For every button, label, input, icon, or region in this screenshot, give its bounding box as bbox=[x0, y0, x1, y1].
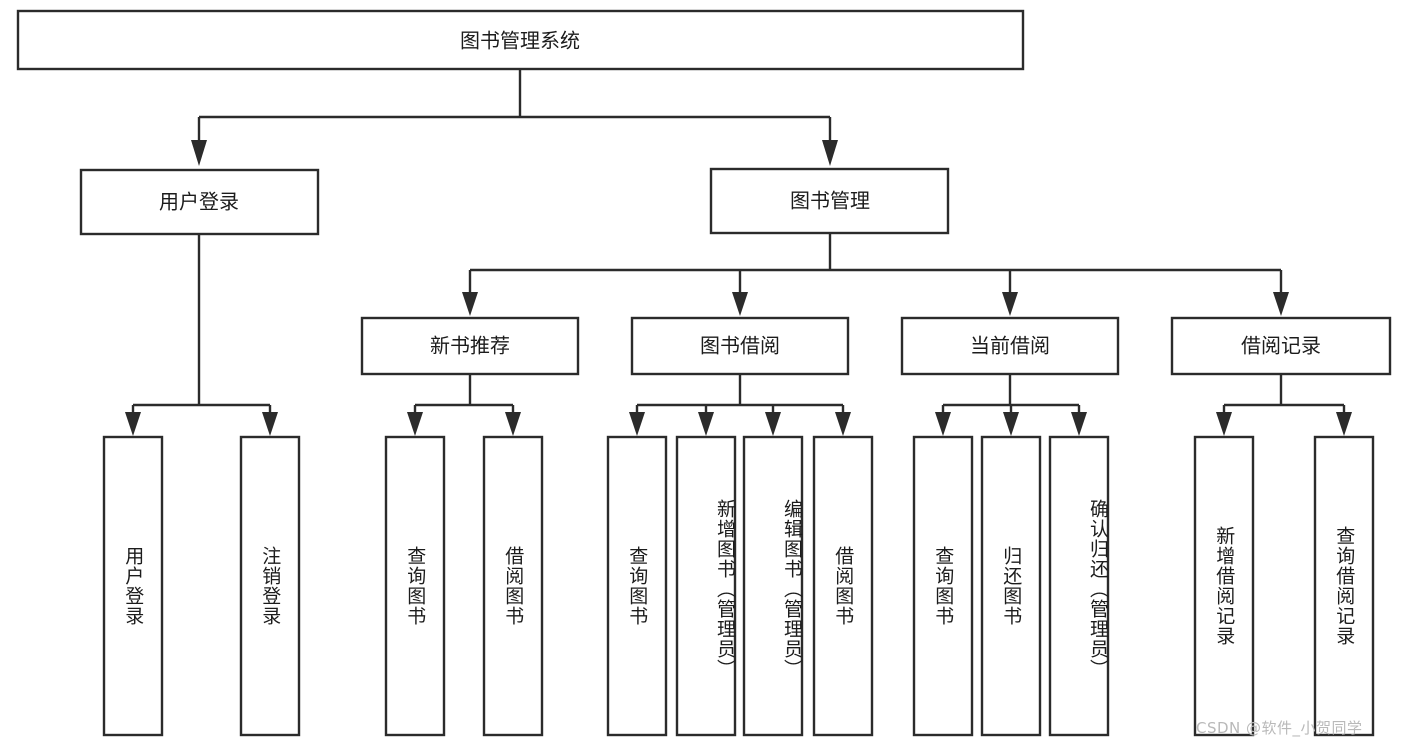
leaf-box-book-borrow-2[interactable] bbox=[742, 435, 804, 737]
arrowhead-root-to-user-login bbox=[191, 140, 207, 166]
node-box-current-borrow[interactable] bbox=[900, 316, 1120, 376]
arrowhead-borrow-to-leaf2 bbox=[698, 412, 714, 436]
watermark-label: CSDN @软件_小贺同学 bbox=[1196, 719, 1363, 737]
node-label-borrow-record: 借阅记录 bbox=[1241, 334, 1321, 358]
arrowhead-borrow-to-leaf3 bbox=[765, 412, 781, 436]
node-label-root: 图书管理系统 bbox=[460, 29, 580, 53]
leaf-box-current-borrow-2[interactable] bbox=[1048, 435, 1110, 737]
leaf-label-borrow-record-1: 查询借阅记录 bbox=[1333, 526, 1356, 646]
leaf-label-book-borrow-2: 编辑图书（管理员） bbox=[781, 499, 803, 679]
node-box-user-login[interactable] bbox=[79, 168, 320, 236]
node-layer: 图书管理系统 用户登录 图书管理 新书推荐 图书借阅 当前借阅 借阅记录 bbox=[16, 9, 1392, 737]
leaf-box-current-borrow-0[interactable] bbox=[912, 435, 974, 737]
arrowhead-current-to-leaf1 bbox=[935, 412, 951, 436]
node-box-book-borrow[interactable] bbox=[630, 316, 850, 376]
node-label-new-book-rec: 新书推荐 bbox=[430, 334, 510, 358]
leaf-label-book-borrow-3: 借阅图书 bbox=[832, 546, 855, 626]
leaf-box-borrow-record-0[interactable] bbox=[1193, 435, 1255, 737]
edge-layer bbox=[125, 69, 1352, 436]
arrowhead-borrow-to-leaf4 bbox=[835, 412, 851, 436]
arrowhead-borrow-to-leaf1 bbox=[629, 412, 645, 436]
leaf-label-book-borrow-1: 新增图书（管理员） bbox=[714, 499, 736, 679]
leaf-label-user-login-0: 用户登录 bbox=[122, 546, 145, 626]
leaf-label-user-login-1: 注销登录 bbox=[259, 546, 282, 626]
leaf-label-current-borrow-2: 确认归还（管理员） bbox=[1087, 499, 1109, 679]
arrowhead-bookmgmt-to-record bbox=[1273, 292, 1289, 316]
arrowhead-userlogin-to-leaf1 bbox=[125, 412, 141, 436]
leaf-box-book-borrow-0[interactable] bbox=[606, 435, 668, 737]
leaf-box-new-book-rec-1[interactable] bbox=[482, 435, 544, 737]
arrowhead-bookmgmt-to-newbook bbox=[462, 292, 478, 316]
arrowhead-newbook-to-leaf1 bbox=[407, 412, 423, 436]
arrowhead-record-to-leaf1 bbox=[1216, 412, 1232, 436]
node-box-new-book-rec[interactable] bbox=[360, 316, 580, 376]
arrowhead-userlogin-to-leaf2 bbox=[262, 412, 278, 436]
leaf-box-book-borrow-3[interactable] bbox=[812, 435, 874, 737]
arrowhead-bookmgmt-to-borrow bbox=[732, 292, 748, 316]
leaf-label-current-borrow-0: 查询图书 bbox=[932, 546, 955, 626]
arrowhead-record-to-leaf2 bbox=[1336, 412, 1352, 436]
leaf-box-new-book-rec-0[interactable] bbox=[384, 435, 446, 737]
leaf-box-user-login-1[interactable] bbox=[239, 435, 301, 737]
node-label-book-borrow: 图书借阅 bbox=[700, 334, 780, 358]
leaf-box-user-login-0[interactable] bbox=[102, 435, 164, 737]
leaf-label-current-borrow-1: 归还图书 bbox=[1000, 546, 1023, 626]
node-box-book-mgmt[interactable] bbox=[709, 167, 950, 235]
node-label-user-login: 用户登录 bbox=[159, 190, 239, 214]
node-label-book-mgmt: 图书管理 bbox=[790, 189, 870, 213]
leaf-box-current-borrow-1[interactable] bbox=[980, 435, 1042, 737]
arrowhead-current-to-leaf2 bbox=[1003, 412, 1019, 436]
node-box-root[interactable] bbox=[16, 9, 1025, 71]
leaf-label-book-borrow-0: 查询图书 bbox=[626, 546, 649, 626]
arrowhead-current-to-leaf3 bbox=[1071, 412, 1087, 436]
arrowhead-bookmgmt-to-current bbox=[1002, 292, 1018, 316]
leaf-box-borrow-record-1[interactable] bbox=[1313, 435, 1375, 737]
node-label-current-borrow: 当前借阅 bbox=[970, 334, 1050, 358]
leaf-label-new-book-rec-1: 借阅图书 bbox=[502, 546, 525, 626]
leaf-label-borrow-record-0: 新增借阅记录 bbox=[1213, 526, 1236, 646]
node-box-borrow-record[interactable] bbox=[1170, 316, 1392, 376]
leaf-box-book-borrow-1[interactable] bbox=[675, 435, 737, 737]
arrowhead-newbook-to-leaf2 bbox=[505, 412, 521, 436]
arrowhead-root-to-book-mgmt bbox=[822, 140, 838, 166]
leaf-label-new-book-rec-0: 查询图书 bbox=[404, 546, 427, 626]
